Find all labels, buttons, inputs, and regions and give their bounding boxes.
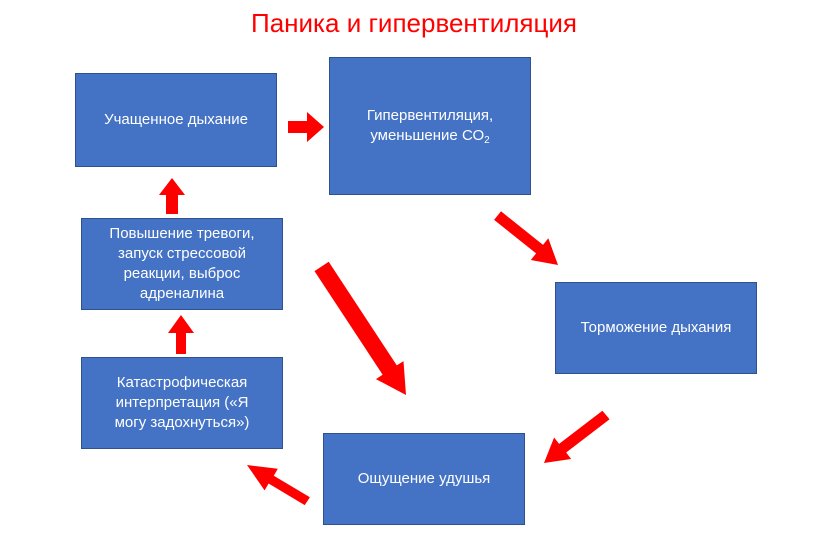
arrow-up-icon	[168, 315, 194, 354]
node-label: Гипервентиляция, уменьшение СО2	[366, 107, 494, 146]
node-catastrophic-interpretation[interactable]: Катастрофическая интерпретация («Я могу …	[81, 357, 283, 449]
node-label: Повышение тревоги, запуск стрессовой реа…	[109, 225, 255, 302]
diagram-title: Паника и гипервентиляция	[251, 8, 577, 38]
node-label: Учащенное дыхание	[104, 111, 248, 128]
node-suffocation-feeling[interactable]: Ощущение удушья	[323, 433, 525, 525]
arrow-right-icon	[288, 112, 324, 142]
node-rapid-breathing[interactable]: Учащенное дыхание	[75, 73, 277, 167]
node-hyperventilation[interactable]: Гипервентиляция, уменьшение СО2	[329, 57, 531, 195]
node-label: Катастрофическая интерпретация («Я могу …	[114, 374, 250, 431]
node-breathing-inhibition[interactable]: Торможение дыхания	[555, 282, 757, 374]
arrow-long-down-right-icon	[314, 261, 406, 395]
arrow-down-left-icon	[544, 410, 610, 463]
node-anxiety-increase[interactable]: Повышение тревоги, запуск стрессовой реа…	[81, 218, 283, 310]
node-label: Ощущение удушья	[357, 470, 491, 487]
arrow-up-left-icon	[247, 465, 310, 506]
node-label: Торможение дыхания	[580, 319, 732, 336]
arrow-down-right-icon	[494, 211, 558, 265]
arrow-up-icon	[159, 178, 185, 214]
subscript: 2	[484, 135, 490, 146]
